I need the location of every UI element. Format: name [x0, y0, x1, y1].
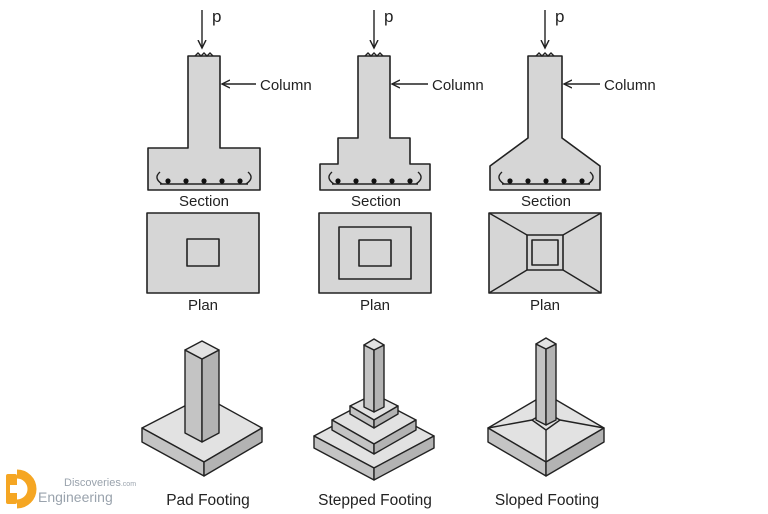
load-label: p: [384, 7, 393, 26]
pad-footing-plan: [146, 212, 260, 294]
column-label: Column: [260, 77, 312, 94]
watermark-line2: Engineering: [38, 489, 113, 505]
sloped-footing-caption: Sloped Footing: [495, 492, 599, 509]
engineering-discoveries-logo: Discoveries.com Engineering: [6, 469, 136, 509]
stepped-footing-plan: [318, 212, 432, 294]
pad-footing-caption: Pad Footing: [166, 492, 250, 509]
column-label: Column: [604, 77, 656, 94]
svg-text:Discoveries.com: Discoveries.com: [64, 477, 136, 489]
section-label: Section: [179, 193, 229, 210]
plan-label: Plan: [188, 297, 218, 314]
pad-load-arrow: p: [202, 7, 221, 48]
sloped-footing-3d: [487, 337, 605, 477]
section-label: Section: [351, 193, 401, 210]
stepped-footing-3d: [313, 338, 435, 481]
logo-icon: [6, 469, 37, 509]
load-label: p: [555, 7, 564, 26]
plan-label: Plan: [530, 297, 560, 314]
stepped-load-arrow: p: [374, 7, 393, 48]
sloped-load-arrow: p: [545, 7, 564, 48]
section-label: Section: [521, 193, 571, 210]
pad-column-callout: Column: [222, 77, 312, 94]
sloped-footing-section: [489, 52, 601, 191]
plan-label: Plan: [360, 297, 390, 314]
sloped-footing-plan: [488, 212, 602, 294]
pad-footing-section: [147, 52, 261, 191]
stepped-column-callout: Column: [392, 77, 484, 94]
load-label: p: [212, 7, 221, 26]
stepped-footing-section: [319, 52, 431, 191]
pad-footing-3d: [141, 340, 263, 477]
sloped-column-callout: Column: [564, 77, 656, 94]
watermark-line1: Discoveries: [64, 477, 121, 489]
stepped-footing-caption: Stepped Footing: [318, 492, 432, 509]
watermark-suffix: .com: [121, 481, 136, 488]
column-label: Column: [432, 77, 484, 94]
